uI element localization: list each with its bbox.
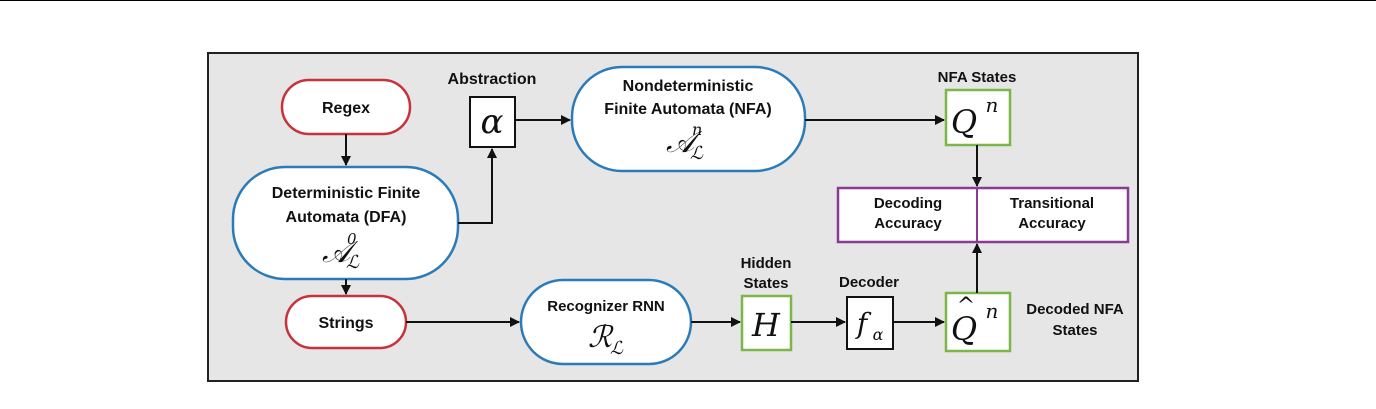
connectors: [341, 115, 982, 327]
top-rule: [0, 0, 1376, 1]
q-symbol: Q: [951, 103, 977, 141]
qhat-superscript: n: [986, 299, 999, 323]
dfa-subscript: ℒ: [346, 252, 360, 272]
transitional-accuracy-line2: Accuracy: [1018, 215, 1086, 232]
rnn-node: Recognizer RNN ℛ ℒ: [519, 278, 693, 366]
decoder-box: f α: [846, 296, 894, 350]
transitional-accuracy-line1: Transitional: [1010, 195, 1094, 212]
regex-label: Regex: [322, 100, 370, 117]
h-symbol: H: [751, 306, 781, 344]
dfa-node: Deterministic Finite Automata (DFA) 𝒜 ℒ …: [231, 165, 460, 281]
nfa-states-label: NFA States: [938, 69, 1017, 86]
qhat-symbol: Q: [951, 310, 977, 348]
alpha-symbol: α: [481, 102, 504, 142]
rnn-symbol: ℛ: [588, 321, 614, 354]
nfa-states-box: Q n: [944, 88, 1012, 147]
decoded-states-label-line1: Decoded NFA: [1026, 301, 1124, 318]
hidden-states-label-line1: Hidden: [741, 255, 792, 272]
decoder-label: Decoder: [839, 274, 899, 291]
nfa-label-line2: Finite Automata (NFA): [604, 101, 771, 118]
qhat-hat: ^: [957, 294, 975, 319]
q-superscript: n: [986, 93, 999, 117]
dfa-label-line2: Automata (DFA): [286, 209, 407, 226]
regex-node: Regex: [280, 78, 412, 136]
strings-node: Strings: [284, 294, 408, 350]
nfa-subscript: ℒ: [690, 143, 704, 163]
decoded-states-box: Q ^ n: [944, 291, 1012, 353]
hidden-states-box: H: [740, 294, 793, 352]
nfa-superscript: n: [692, 120, 702, 139]
f-subscript: α: [873, 325, 884, 344]
rnn-subscript: ℒ: [610, 338, 624, 358]
decoded-states-label-line2: States: [1052, 322, 1097, 339]
decoding-accuracy-line1: Decoding: [874, 195, 942, 212]
dfa-superscript: 0: [347, 230, 357, 248]
strings-label: Strings: [318, 315, 373, 332]
abstraction-box: α: [469, 96, 516, 148]
hidden-states-label-line2: States: [743, 275, 788, 292]
rnn-label: Recognizer RNN: [547, 298, 665, 315]
dfa-label-line1: Deterministic Finite: [272, 185, 421, 202]
nfa-label-line1: Nondeterministic: [623, 78, 754, 95]
arrow-dfa-abstraction: [458, 148, 497, 224]
nfa-node: Nondeterministic Finite Automata (NFA) 𝒜…: [570, 65, 807, 173]
decoding-accuracy-line2: Accuracy: [874, 215, 942, 232]
abstraction-label: Abstraction: [448, 71, 537, 88]
accuracy-box: Decoding Accuracy Transitional Accuracy: [836, 186, 1130, 244]
